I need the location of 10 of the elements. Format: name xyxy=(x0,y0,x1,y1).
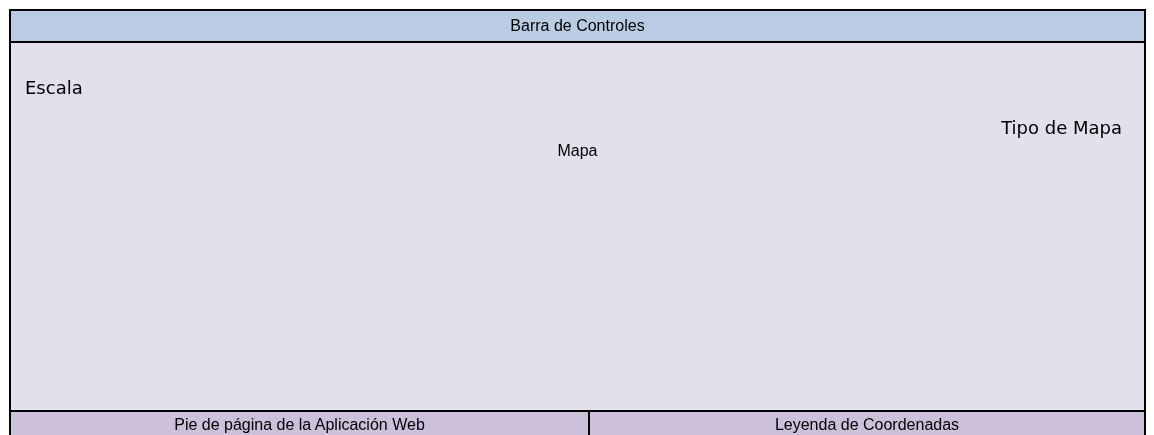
coordinates-bar xyxy=(588,410,1146,435)
control-bar xyxy=(9,9,1146,43)
coordinates-legend-text: Leyenda de Coordenadas xyxy=(774,415,960,435)
bar-title: Barra de Controles xyxy=(510,16,645,36)
scale-label: Escala xyxy=(25,77,83,99)
map-type-label: Tipo de Mapa xyxy=(1001,117,1122,139)
map-area xyxy=(9,41,1146,412)
footer-bar xyxy=(9,410,590,435)
footer-text: Pie de página de la Aplicación Web xyxy=(174,415,425,435)
map-label: Mapa xyxy=(557,141,598,161)
